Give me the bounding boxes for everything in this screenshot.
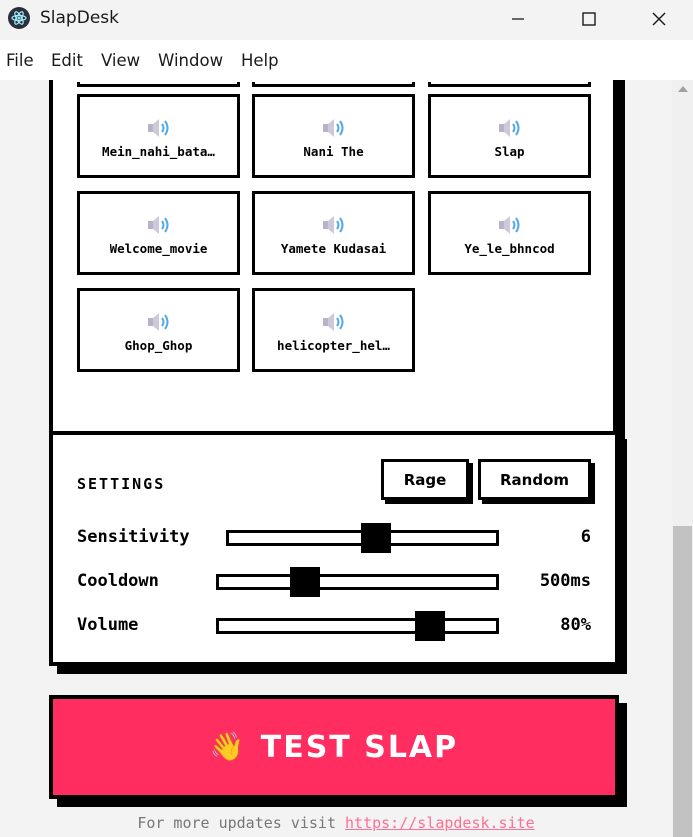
speaker-icon (498, 119, 519, 137)
menu-file[interactable]: File (6, 51, 34, 70)
sound-tile-label: Mein_nahi_bata… (102, 144, 215, 159)
cooldown-slider[interactable] (216, 567, 499, 597)
menu-help[interactable]: Help (241, 51, 279, 70)
speaker-icon (147, 119, 168, 137)
sound-tile[interactable]: Nani The (252, 94, 415, 178)
sound-board: Mein_nahi_bata… Nani The Slap Welcome_mo… (49, 80, 617, 486)
minimize-button[interactable] (483, 0, 553, 38)
main-content: Mein_nahi_bata… Nani The Slap Welcome_mo… (0, 80, 672, 837)
sensitivity-label: Sensitivity (77, 527, 190, 547)
website-link[interactable]: https://slapdesk.site (345, 814, 535, 832)
waving-hand-icon: 👋 (209, 730, 245, 763)
cooldown-value: 500ms (539, 571, 591, 591)
footer-text: For more updates visit (137, 814, 346, 832)
window-title: SlapDesk (40, 8, 119, 28)
sound-tile-partial[interactable] (77, 82, 240, 87)
test-slap-label: TEST SLAP (260, 729, 459, 765)
maximize-icon (582, 12, 596, 26)
volume-slider-thumb[interactable] (414, 611, 445, 641)
sound-tile[interactable]: helicopter_hel… (252, 288, 415, 372)
sound-tile-label: Ghop_Ghop (124, 338, 193, 353)
menu-window[interactable]: Window (158, 51, 224, 70)
sound-tile[interactable]: Mein_nahi_bata… (77, 94, 240, 178)
random-button[interactable]: Random (478, 459, 591, 500)
settings-panel: SETTINGS Rage Random Sensitivity 6 Coold… (49, 431, 619, 666)
scrollbar-thumb[interactable] (673, 526, 692, 837)
footer: For more updates visit https://slapdesk.… (0, 814, 672, 832)
minimize-icon (512, 18, 524, 20)
sound-tile-label: Ye_le_bhncod (464, 241, 555, 256)
cooldown-label: Cooldown (77, 571, 159, 591)
maximize-button[interactable] (554, 0, 624, 38)
rage-button[interactable]: Rage (381, 459, 469, 500)
title-bar: SlapDesk (0, 0, 693, 38)
sound-tile-label: Slap (494, 144, 525, 159)
sensitivity-slider-thumb[interactable] (360, 523, 391, 553)
sound-tile[interactable]: Slap (428, 94, 591, 178)
menu-view[interactable]: View (101, 51, 141, 70)
speaker-icon (498, 216, 519, 234)
scroll-up-arrow-icon[interactable] (678, 86, 688, 92)
sound-tile-label: Nani The (303, 144, 364, 159)
cooldown-slider-thumb[interactable] (289, 567, 320, 597)
sound-tile-label: Yamete Kudasai (280, 241, 387, 256)
sound-tile[interactable]: Yamete Kudasai (252, 191, 415, 275)
sound-tile[interactable]: Welcome_movie (77, 191, 240, 275)
sensitivity-value: 6 (580, 527, 591, 547)
menu-bar: File Edit View Window Help (0, 40, 693, 80)
sound-tile-label: Welcome_movie (109, 241, 208, 256)
menu-edit[interactable]: Edit (51, 51, 83, 70)
volume-slider[interactable] (216, 611, 499, 641)
speaker-icon (322, 313, 343, 331)
test-slap-button[interactable]: 👋 TEST SLAP (49, 695, 619, 799)
volume-label: Volume (77, 615, 139, 635)
speaker-icon (147, 216, 168, 234)
speaker-icon (322, 119, 343, 137)
sound-tile-partial[interactable] (428, 82, 591, 87)
close-button[interactable] (624, 0, 693, 38)
volume-value: 80% (560, 615, 591, 635)
speaker-icon (322, 216, 343, 234)
sound-tile-partial[interactable] (252, 82, 415, 87)
sound-tile[interactable]: Ghop_Ghop (77, 288, 240, 372)
close-icon (652, 12, 666, 26)
sound-tile-label: helicopter_hel… (277, 338, 390, 353)
sound-tile[interactable]: Ye_le_bhncod (428, 191, 591, 275)
sensitivity-slider[interactable] (226, 523, 499, 553)
settings-title: SETTINGS (77, 475, 166, 493)
speaker-icon (147, 313, 168, 331)
app-logo-icon (8, 7, 30, 29)
